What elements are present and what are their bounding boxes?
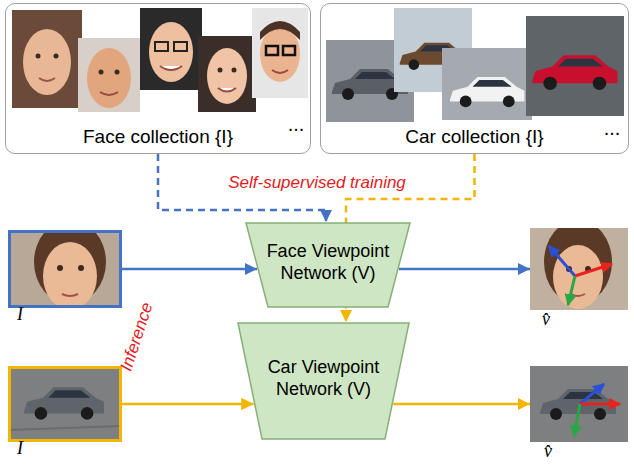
image-symbol: I xyxy=(17,306,23,323)
output-car-photo xyxy=(530,366,628,442)
output-image: v̂ xyxy=(530,366,628,442)
image-symbol: v̂ xyxy=(544,443,552,460)
face-thumbnails-part xyxy=(39,78,55,81)
face-thumbnails-part xyxy=(218,68,223,73)
viewpoint-network: Face Viewpoint Network (V) xyxy=(245,222,411,308)
output-face-photo-part-part xyxy=(553,245,603,309)
face-thumbnails-part xyxy=(266,46,278,55)
output-face-photo-part xyxy=(575,264,612,276)
image-collection-panel: Car collection {I} xyxy=(320,3,629,154)
image-collection-panel: Face collection {I} xyxy=(5,3,311,154)
face-thumbnails-part xyxy=(149,22,193,82)
output-face-photo-part xyxy=(530,228,628,310)
viewpoint-network: Car Viewpoint Network (V) xyxy=(237,322,410,440)
car-thumbnails-part xyxy=(442,48,532,120)
network-name: Face Viewpoint Network (V) xyxy=(251,241,405,284)
input-face-photo-part xyxy=(78,265,84,271)
face-thumbnails-part xyxy=(23,29,71,95)
ellipsis: ... xyxy=(288,113,305,136)
inference-label: Inference xyxy=(117,300,158,374)
image-symbol: v̂ xyxy=(542,311,550,328)
network-trapezoid-shape xyxy=(246,223,410,307)
inference-arrow xyxy=(122,403,254,406)
face-thumbnails-part xyxy=(260,26,300,82)
face-thumbnails-part xyxy=(207,48,247,104)
face-thumbnails-part xyxy=(36,54,41,59)
collection-title: Face collection {I} xyxy=(6,126,310,148)
face-thumbnails-part xyxy=(232,68,237,73)
input-face-photo xyxy=(8,230,122,308)
output-car-photo-part xyxy=(530,366,628,442)
ellipsis: ... xyxy=(604,117,621,140)
face-thumbnails-part xyxy=(272,70,288,73)
input-face-photo-part xyxy=(43,242,97,308)
collection-title: Car collection {I} xyxy=(321,126,628,148)
face-thumbnails-part xyxy=(140,8,202,90)
face-thumbnails xyxy=(12,8,308,112)
input-car-photo-part xyxy=(24,387,104,420)
car-thumbnails-part xyxy=(532,55,617,90)
face-thumbnails-part xyxy=(252,8,308,98)
face-thumbnails-part xyxy=(174,42,187,51)
network-name: Car Viewpoint Network (V) xyxy=(243,357,404,400)
input-image: I xyxy=(8,230,122,308)
inference-arrow xyxy=(393,403,530,406)
output-image: v̂ xyxy=(530,228,628,310)
input-car-photo xyxy=(8,366,122,442)
face-thumbnails-part xyxy=(115,70,120,75)
training-label: Self-supervised training xyxy=(228,173,406,193)
car-thumbnails-part xyxy=(526,16,624,116)
input-car-photo-part xyxy=(8,426,122,430)
image-symbol: I xyxy=(17,440,23,457)
input-face-photo-part xyxy=(57,265,63,271)
face-thumbnails-part xyxy=(87,48,131,108)
input-image: I xyxy=(8,366,122,442)
face-thumbnails-part xyxy=(160,66,182,70)
input-face-photo-part xyxy=(62,294,78,296)
face-thumbnails-part xyxy=(12,10,82,108)
output-car-photo-part xyxy=(574,404,580,436)
inference-arrow xyxy=(122,268,257,271)
output-face-photo-part-part xyxy=(571,294,585,296)
face-thumbnails-part xyxy=(78,38,140,112)
inference-arrow xyxy=(399,268,530,271)
output-face-photo-part xyxy=(549,246,575,276)
input-car-photo-part xyxy=(8,366,122,442)
face-thumbnails-part xyxy=(260,21,300,40)
car-thumbnails xyxy=(326,8,624,122)
face-thumbnails-part xyxy=(54,54,59,59)
face-thumbnails-part xyxy=(283,46,295,55)
face-thumbnails-part xyxy=(155,42,168,51)
output-face-photo-part xyxy=(568,276,575,305)
face-thumbnails-part xyxy=(218,88,236,92)
face-thumbnails-part xyxy=(99,70,104,75)
output-face-photo xyxy=(530,220,628,310)
output-car-photo-part xyxy=(580,403,620,406)
output-car-photo-part xyxy=(580,384,604,404)
network-trapezoid-shape xyxy=(238,323,409,439)
face-thumbnails-part xyxy=(100,92,118,95)
car-thumbnails-part xyxy=(450,77,524,107)
face-thumbnails-part xyxy=(198,36,256,112)
